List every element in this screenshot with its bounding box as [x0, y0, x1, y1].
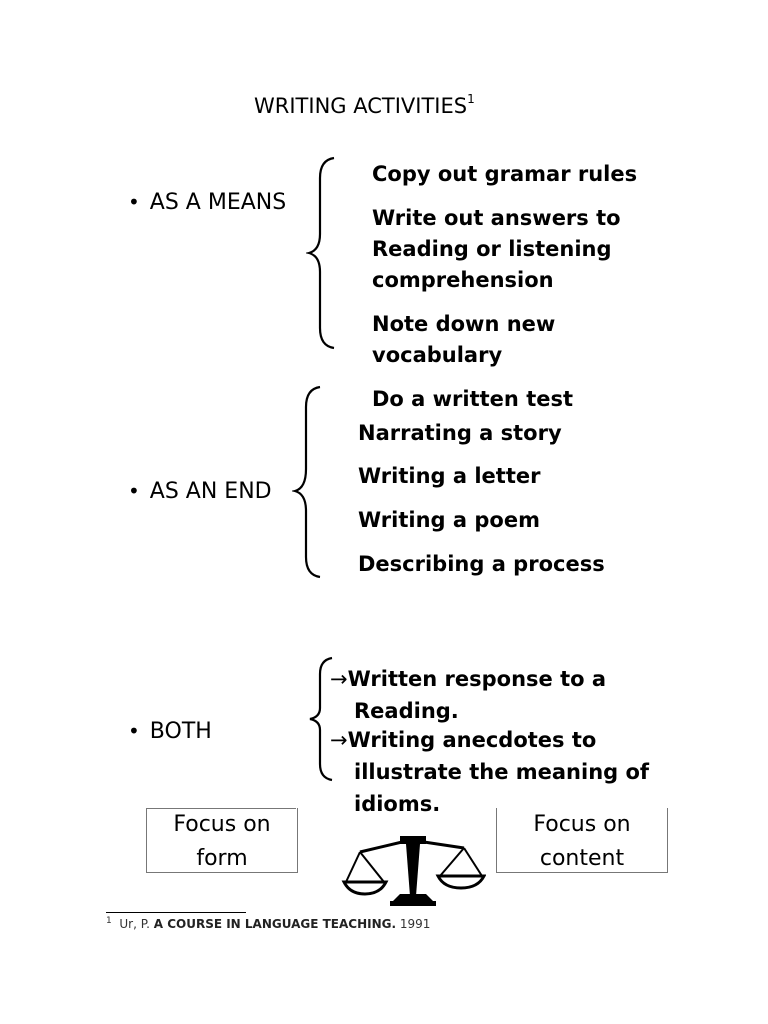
- section-label-end: • AS AN END: [128, 479, 272, 504]
- focus-content-line2: content: [539, 846, 625, 871]
- focus-form-text: Focus on form: [147, 808, 297, 876]
- arrow-icon: →: [330, 667, 348, 691]
- means-item-2: Write out answers to: [372, 206, 621, 230]
- end-item-4: Describing a process: [358, 552, 605, 576]
- focus-content-text: Focus on content: [497, 808, 667, 876]
- brace-end: [292, 385, 321, 579]
- means-item-1: Copy out gramar rules: [372, 162, 638, 186]
- page-title: WRITING ACTIVITIES1: [254, 92, 475, 118]
- focus-form-box: Focus on form: [146, 808, 298, 873]
- both-item-3-text: Writing anecdotes to: [347, 728, 597, 752]
- section-label-both-text: BOTH: [149, 719, 212, 744]
- end-item-2: Writing a letter: [358, 464, 541, 488]
- focus-form-line1: Focus on: [173, 812, 271, 837]
- footnote-book: A COURSE IN LANGUAGE TEACHING.: [153, 917, 397, 931]
- brace-both: [309, 656, 333, 782]
- section-label-means-text: AS A MEANS: [149, 190, 287, 215]
- balance-scale-icon: [341, 836, 486, 906]
- title-text: WRITING ACTIVITIES: [254, 94, 468, 118]
- both-item-5: idioms.: [354, 792, 441, 816]
- focus-content-box: Focus on content: [496, 808, 668, 873]
- means-item-4: comprehension: [372, 268, 554, 292]
- means-item-7: Do a written test: [372, 387, 574, 411]
- both-item-1-text: Written response to a: [347, 667, 607, 691]
- arrow-icon: →: [330, 728, 348, 752]
- means-item-6: vocabulary: [372, 343, 503, 367]
- footnote-mark: 1: [106, 916, 112, 926]
- both-item-2: Reading.: [354, 699, 459, 723]
- focus-form-top-border: [146, 808, 296, 809]
- focus-content-line1: Focus on: [533, 812, 631, 837]
- section-label-end-text: AS AN END: [149, 479, 272, 504]
- both-item-3: →Writing anecdotes to: [330, 725, 596, 756]
- footnote-year: 1991: [399, 917, 431, 931]
- end-item-3: Writing a poem: [358, 508, 540, 532]
- brace-means: [306, 156, 335, 350]
- focus-form-line2: form: [196, 846, 248, 871]
- both-item-4: illustrate the meaning of: [354, 760, 650, 784]
- end-item-1: Narrating a story: [358, 421, 562, 445]
- bullet-means: •: [128, 190, 140, 214]
- both-item-1: →Written response to a: [330, 664, 606, 695]
- bullet-both: •: [128, 719, 140, 743]
- means-item-3: Reading or listening: [372, 237, 612, 261]
- footnote-rule: [106, 912, 246, 913]
- section-label-means: • AS A MEANS: [128, 190, 286, 215]
- bullet-end: •: [128, 479, 140, 503]
- means-item-5: Note down new: [372, 312, 556, 336]
- footnote-author: Ur, P.: [119, 917, 150, 931]
- section-label-both: • BOTH: [128, 719, 212, 744]
- title-footnote-mark: 1: [467, 92, 475, 106]
- footnote: 1 Ur, P. A COURSE IN LANGUAGE TEACHING. …: [106, 916, 430, 931]
